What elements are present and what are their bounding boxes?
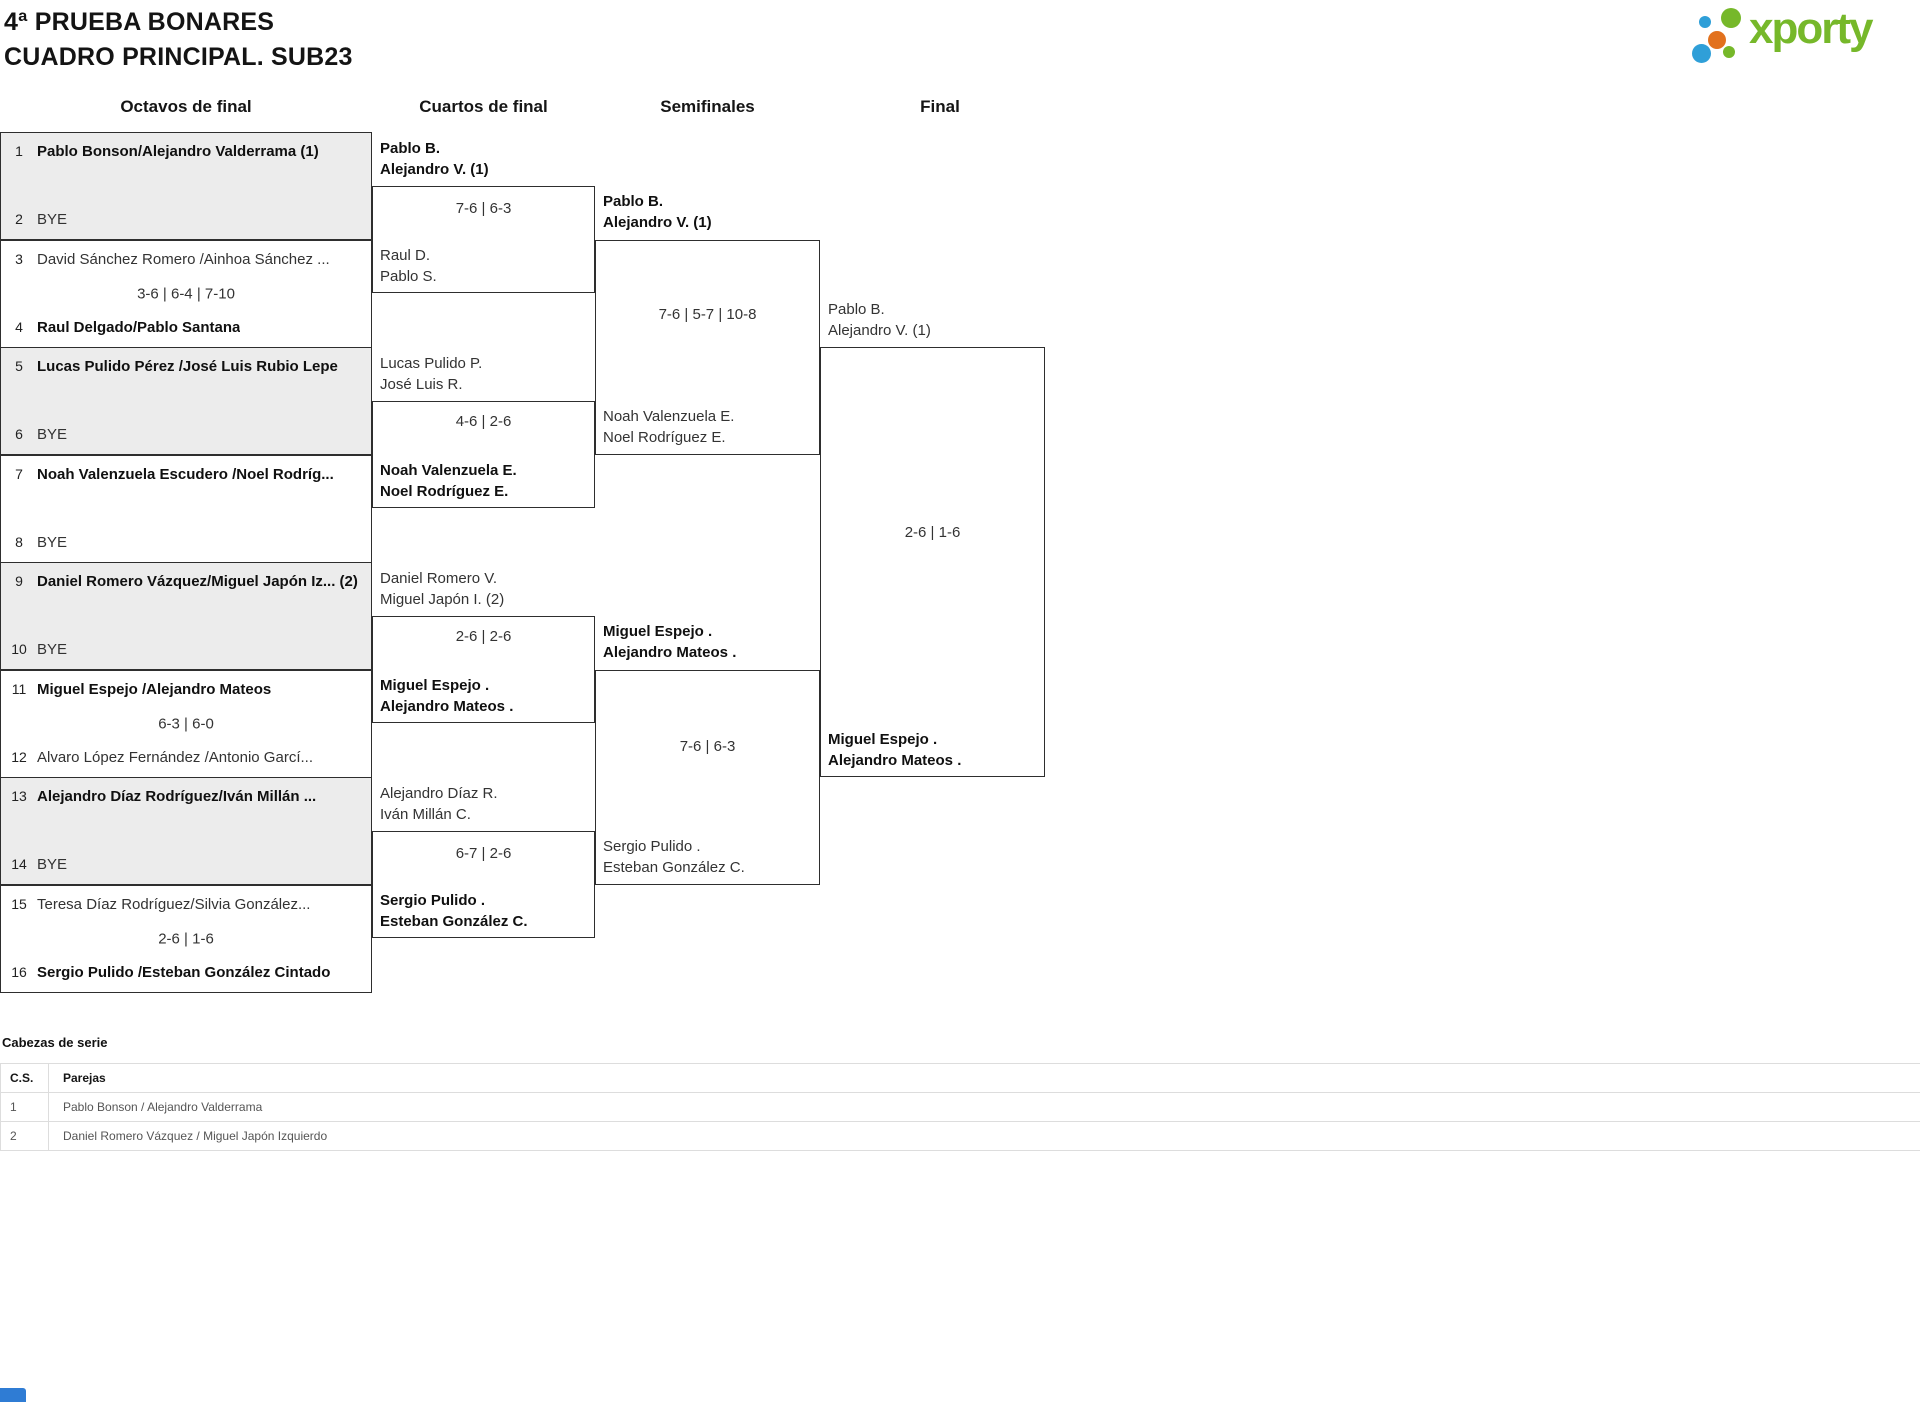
match-score: 2-6 | 1-6 [158, 930, 214, 947]
seeds-table-header-cs: C.S. [0, 1063, 49, 1093]
team-name: Pablo Bonson/Alejandro Valderrama (1) [37, 143, 319, 160]
team-name: Alvaro López Fernández /Antonio Garcí... [37, 748, 313, 766]
round-of-16-match-5: 9 Daniel Romero Vázquez/Miguel Japón Iz..… [0, 562, 372, 670]
bracket-connector-box-qf2 [372, 400, 595, 509]
team-name: Miguel Espejo /Alejandro Mateos [37, 680, 272, 698]
seeds-table: C.S. Parejas 1 Pablo Bonson / Alejandro … [0, 1063, 1920, 1151]
team-name: BYE [37, 426, 68, 443]
seed-pair-name: Pablo Bonson / Alejandro Valderrama [48, 1092, 1920, 1122]
round-header-cuartos: Cuartos de final [419, 97, 548, 116]
round-of-16-match-1: 1 Pablo Bonson/Alejandro Valderrama (1) 2… [0, 132, 372, 240]
bracket-connector-box-sf1 [595, 239, 820, 455]
team-name: BYE [37, 533, 68, 551]
round-of-16-match-7: 13 Alejandro Díaz Rodríguez/Iván Millán .… [0, 777, 372, 885]
seed-number: 16 [11, 963, 27, 980]
round-of-16-match-6: 11 Miguel Espejo /Alejandro Mateos 6-3 | … [0, 669, 372, 778]
seed-number: 4 [15, 318, 23, 335]
logo-text: xporty [1749, 4, 1873, 53]
seeds-table-header-parejas: Parejas [48, 1063, 1920, 1093]
team-name: Sergio Pulido /Esteban González Cintado [37, 963, 331, 981]
table-row: 1 Pablo Bonson / Alejandro Valderrama [0, 1092, 1920, 1122]
seeds-section-title: Cabezas de serie [2, 1035, 108, 1050]
advancing-team-label: Alejandro Díaz R. Iván Millán C. [380, 785, 498, 823]
round-of-16-match-4: 7 Noah Valenzuela Escudero /Noel Rodríg..… [0, 454, 372, 563]
match-score: 6-3 | 6-0 [158, 715, 214, 732]
round-header-octavos: Octavos de final [120, 97, 252, 116]
seed-pair-name: Daniel Romero Vázquez / Miguel Japón Izq… [48, 1121, 1920, 1151]
logo-dot [1723, 46, 1735, 58]
seed-number: 15 [11, 895, 27, 912]
team-name: BYE [37, 211, 68, 228]
advancing-team-label: Noah Valenzuela E. Noel Rodríguez E. [603, 408, 735, 446]
seed-number: 11 [11, 680, 27, 697]
round-of-16-match-8: 15 Teresa Díaz Rodríguez/Silvia González.… [0, 884, 372, 993]
bracket-connector-box-qf3 [372, 615, 595, 724]
logo-dot [1708, 31, 1726, 49]
advancing-team-label: Lucas Pulido P. José Luis R. [380, 355, 483, 393]
round-header-semifinales: Semifinales [660, 97, 755, 116]
team-name: Daniel Romero Vázquez/Miguel Japón Iz...… [37, 573, 358, 590]
logo-dot [1699, 16, 1711, 28]
advancing-team-label: Pablo B. Alejandro V. (1) [828, 301, 931, 339]
round-of-16-match-2: 3 David Sánchez Romero /Ainhoa Sánchez ..… [0, 239, 372, 348]
match-score: 7-6 | 6-3 [679, 738, 736, 755]
team-name: BYE [37, 641, 68, 658]
page-title-line1: 4ª PRUEBA BONARES [4, 8, 275, 36]
seed-number: 7 [15, 465, 23, 482]
seed-number: 2 [15, 211, 23, 227]
seeds-table-header-row: C.S. Parejas [0, 1063, 1920, 1093]
page-title: 4ª PRUEBA BONARES CUADRO PRINCIPAL. SUB2… [4, 5, 353, 75]
seed-number: 3 [15, 250, 23, 267]
round-header-final: Final [920, 97, 960, 116]
match-score: 2-6 | 2-6 [455, 628, 512, 645]
match-score: 2-6 | 1-6 [904, 524, 961, 541]
seed-number: 9 [15, 573, 23, 589]
bracket-connector-box-sf2 [595, 669, 820, 885]
bottom-left-widget-partial[interactable] [0, 1388, 26, 1402]
xporty-logo[interactable]: xporty [1673, 4, 1918, 72]
logo-dot [1721, 8, 1741, 28]
advancing-team-label: Miguel Espejo . Alejandro Mateos . [603, 623, 737, 661]
advancing-team-label: Daniel Romero V. Miguel Japón I. (2) [380, 570, 505, 608]
seed-number: 13 [11, 788, 27, 804]
advancing-team-label: Miguel Espejo . Alejandro Mateos . [380, 677, 514, 715]
advancing-team-label: Sergio Pulido . Esteban González C. [380, 892, 528, 930]
table-row: 2 Daniel Romero Vázquez / Miguel Japón I… [0, 1121, 1920, 1151]
logo-dot [1692, 44, 1711, 63]
advancing-team-label: Pablo B. Alejandro V. (1) [603, 193, 712, 231]
seed-number: 2 [0, 1121, 49, 1151]
seed-number: 5 [15, 358, 23, 374]
team-name: Teresa Díaz Rodríguez/Silvia González... [37, 895, 311, 913]
advancing-team-label: Pablo B. Alejandro V. (1) [380, 140, 489, 178]
match-score: 3-6 | 6-4 | 7-10 [137, 285, 235, 302]
team-name: Alejandro Díaz Rodríguez/Iván Millán ... [37, 788, 317, 805]
advancing-team-label: Miguel Espejo . Alejandro Mateos . [828, 731, 962, 769]
advancing-team-label: Sergio Pulido . Esteban González C. [603, 838, 745, 876]
team-name: Raul Delgado/Pablo Santana [37, 318, 241, 336]
team-name: David Sánchez Romero /Ainhoa Sánchez ... [37, 250, 330, 268]
seed-number: 12 [11, 748, 27, 765]
match-score: 7-6 | 5-7 | 10-8 [658, 306, 757, 323]
bracket-connector-box-qf4 [372, 830, 595, 939]
seed-number: 10 [11, 641, 27, 657]
seed-number: 14 [11, 856, 27, 872]
match-score: 4-6 | 2-6 [455, 413, 512, 430]
match-score: 7-6 | 6-3 [455, 200, 512, 217]
seed-number: 6 [15, 426, 23, 442]
round-of-16-match-3: 5 Lucas Pulido Pérez /José Luis Rubio Lep… [0, 347, 372, 455]
match-score: 6-7 | 2-6 [455, 845, 512, 862]
team-name: BYE [37, 856, 68, 873]
bracket-connector-box-final [820, 347, 1045, 777]
seed-number: 8 [15, 533, 23, 550]
team-name: Noah Valenzuela Escudero /Noel Rodríg... [37, 465, 334, 483]
seed-number: 1 [0, 1092, 49, 1122]
page-title-line2: CUADRO PRINCIPAL. SUB23 [4, 43, 353, 71]
team-name: Lucas Pulido Pérez /José Luis Rubio Lepe [37, 358, 338, 375]
advancing-team-label: Raul D. Pablo S. [380, 247, 437, 285]
seed-number: 1 [15, 143, 23, 159]
advancing-team-label: Noah Valenzuela E. Noel Rodríguez E. [380, 462, 517, 500]
bracket-connector-box-qf1 [372, 185, 595, 294]
